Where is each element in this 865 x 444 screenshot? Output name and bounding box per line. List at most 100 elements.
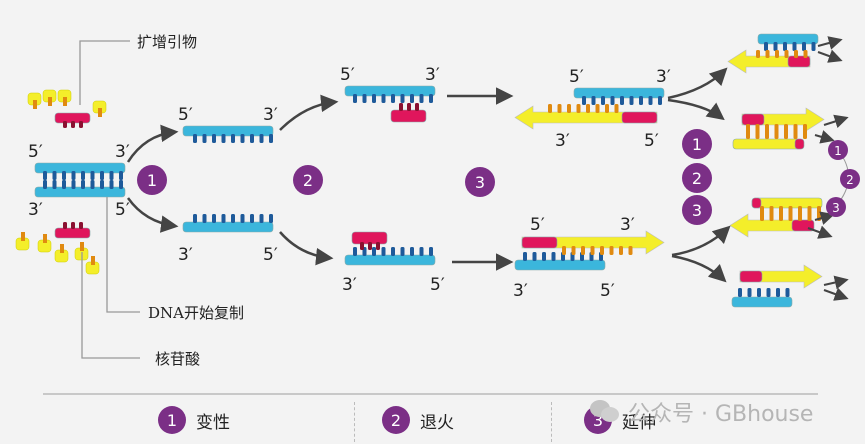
label-3p: 3′ (555, 131, 570, 151)
cycle-badge-2: 2 (840, 169, 860, 189)
step-badge-2: 2 (682, 163, 712, 193)
base (391, 247, 395, 256)
base (353, 247, 357, 256)
nucleotide-base (91, 256, 95, 265)
output-arrow (814, 211, 835, 225)
nucleotide-base (765, 124, 769, 139)
base-pair (52, 180, 57, 189)
nucleotide-base (548, 104, 552, 113)
base-pair (52, 171, 57, 180)
nucleotide-base (769, 206, 774, 221)
nucleotide-base (619, 246, 623, 255)
svg-text:2: 2 (303, 171, 313, 190)
base (381, 94, 386, 103)
step-badge-1: 1 (682, 129, 712, 159)
nucleotide-base (33, 100, 37, 109)
label-3p: 3′ (178, 245, 193, 265)
base (419, 247, 424, 256)
label-5p: 5′ (340, 65, 355, 85)
base (372, 247, 376, 256)
nucleotide-base (746, 124, 750, 139)
base (551, 252, 556, 261)
primer (741, 113, 765, 126)
template-strand (573, 87, 665, 99)
base (639, 96, 643, 105)
nucleotide-base (43, 234, 47, 243)
label-3p: 3′ (620, 215, 635, 235)
base (240, 214, 245, 223)
primer-base (376, 242, 380, 250)
base (391, 94, 395, 103)
template-strand (731, 296, 793, 308)
step-badge-2: 2 (293, 165, 323, 195)
base (802, 42, 806, 51)
label-3p: 3′ (28, 200, 43, 220)
base (783, 42, 787, 51)
base-pair (43, 171, 47, 180)
nucleotide-base (60, 244, 64, 253)
nucleotide-base (567, 104, 571, 113)
base (250, 214, 254, 223)
nucleotide-base (628, 246, 633, 255)
primer-base (63, 222, 67, 229)
base (240, 134, 245, 143)
primer-base (71, 222, 75, 229)
primer (739, 270, 763, 283)
new-strand (732, 138, 804, 150)
base-pair (71, 180, 76, 189)
output-arrow (823, 287, 849, 301)
base (785, 288, 790, 297)
template-strand (182, 125, 274, 137)
label-3p: 3′ (115, 142, 130, 162)
base (764, 42, 768, 51)
output-arrow (807, 225, 833, 239)
nucleotide-base (765, 50, 770, 58)
primer (794, 138, 805, 150)
base-pair (109, 171, 114, 180)
primer-base (63, 121, 67, 128)
svg-text:1: 1 (147, 171, 157, 190)
base (792, 42, 797, 51)
flow-arrow (126, 124, 179, 163)
base (221, 214, 226, 223)
nucleotide-base (571, 246, 576, 255)
output-arrow (823, 114, 849, 129)
output-arrow (814, 130, 835, 144)
base (523, 252, 527, 261)
base (629, 96, 634, 105)
base-pair (100, 180, 104, 189)
template-strand (757, 33, 819, 45)
nucleotide-base (807, 206, 812, 221)
primer-base (407, 103, 411, 111)
primer-base (79, 222, 83, 229)
svg-text:1: 1 (834, 144, 842, 158)
base (250, 134, 254, 143)
nucleotide-base (760, 206, 764, 221)
base (620, 96, 624, 105)
primer (751, 197, 762, 209)
base (362, 94, 367, 103)
template-strand (344, 254, 436, 266)
primer-base (360, 242, 364, 250)
nucleotide-base (798, 206, 802, 221)
primer (521, 236, 558, 249)
svg-text:1: 1 (692, 135, 702, 154)
base (773, 42, 778, 51)
nucleotide-base (614, 104, 619, 113)
nucleotide-base (98, 108, 102, 117)
base (400, 247, 405, 256)
flow-arrow (279, 94, 339, 131)
nucleotide-base (803, 124, 807, 139)
base (353, 94, 357, 103)
nucleotide-base (793, 124, 798, 139)
label-5p: 5′ (178, 105, 193, 125)
base (221, 134, 226, 143)
base (582, 96, 586, 105)
nucleotide-base (784, 50, 789, 58)
nucleotide-base (63, 97, 67, 106)
base (766, 288, 771, 297)
base (259, 134, 264, 143)
primer-base (415, 103, 419, 111)
label-3p: 3′ (263, 105, 278, 125)
base-pair (62, 180, 66, 189)
